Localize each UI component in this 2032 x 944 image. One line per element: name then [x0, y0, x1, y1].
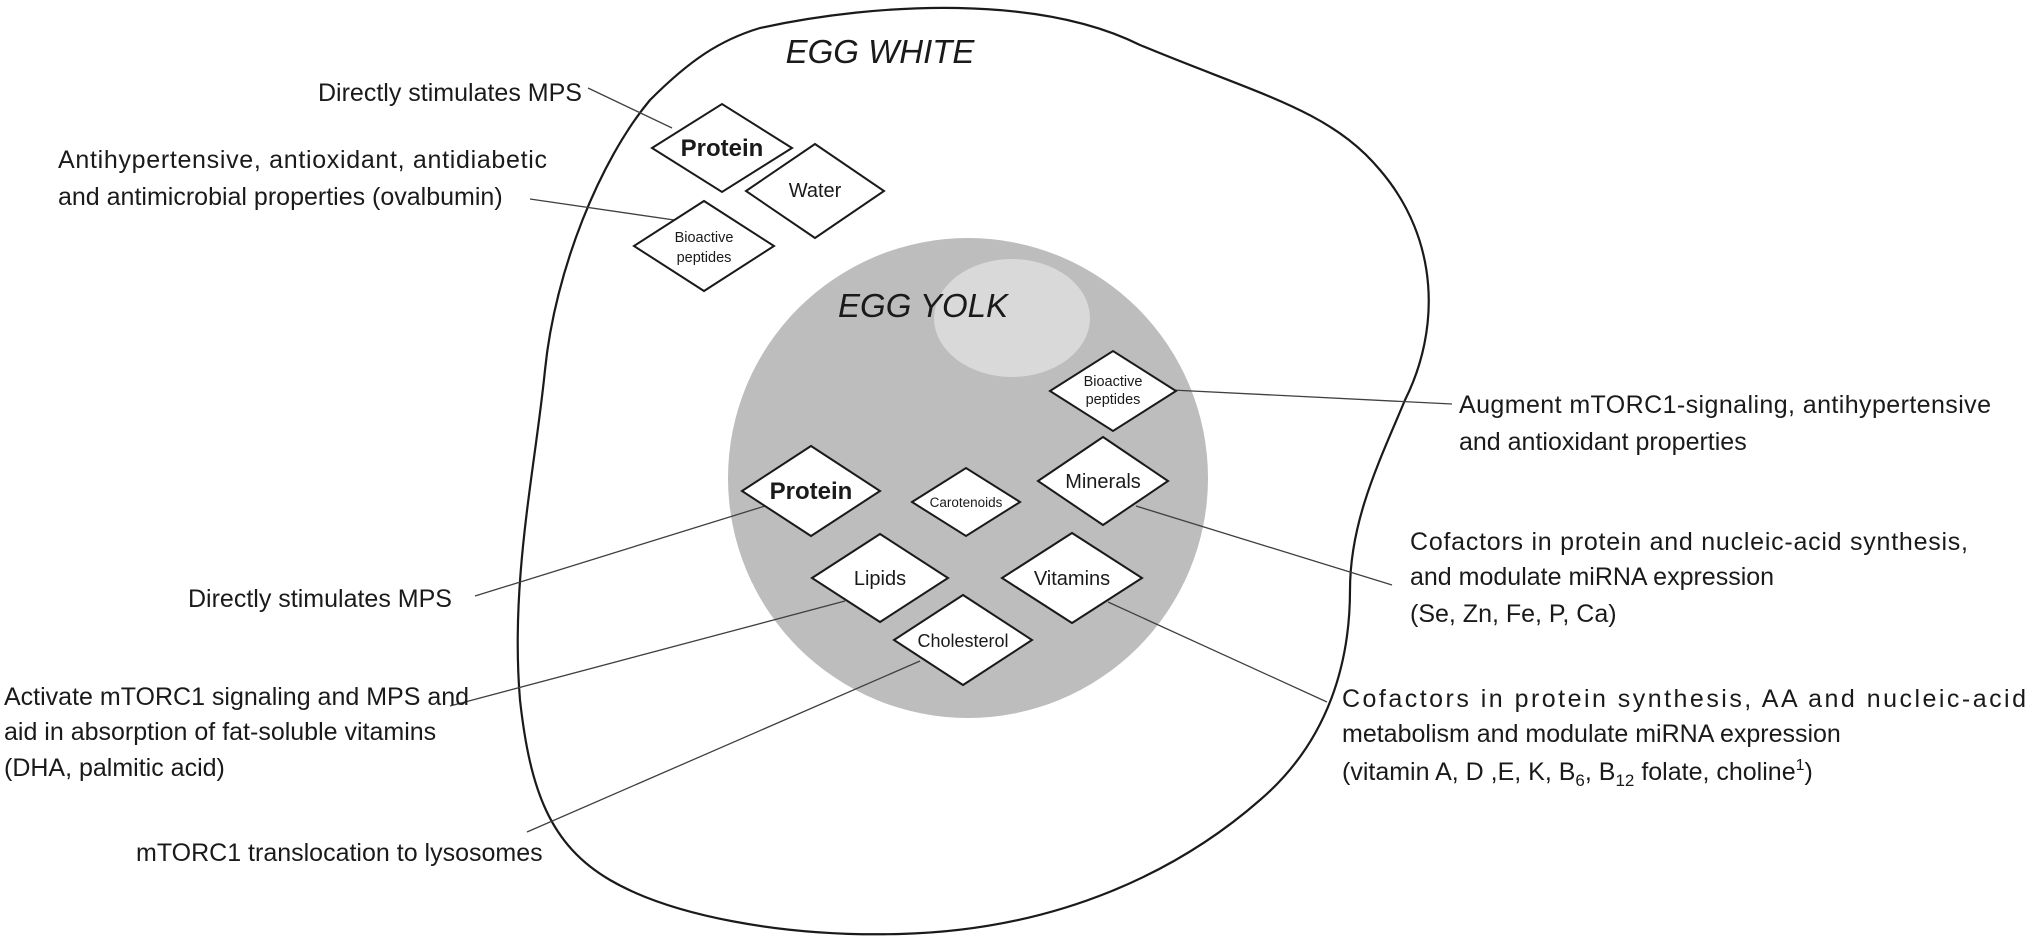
yolk-vitamins-label: Vitamins: [1034, 568, 1110, 590]
leader-white-bioactive: [529, 198, 689, 223]
white-bioactive-label-1: Bioactive: [675, 230, 734, 246]
yolk-carotenoids-diamond: Carotenoids: [910, 466, 1022, 538]
yolk-carotenoids-label: Carotenoids: [930, 495, 1003, 510]
yolk-bioactive-label-1: Bioactive: [1084, 374, 1143, 390]
annotation-minerals-1: Cofactors in protein and nucleic-acid sy…: [1410, 528, 1968, 556]
white-protein-label: Protein: [681, 135, 764, 162]
annotation-vitamins-3: (vitamin A, D ,E, K, B6, B12 folate, cho…: [1342, 757, 1813, 790]
annotation-white-bioactive-2: and antimicrobial properties (ovalbumin): [58, 183, 503, 211]
leader-minerals: [1135, 505, 1393, 586]
yolk-vitamins-diamond: Vitamins: [1000, 531, 1144, 625]
white-bioactive-label-2: peptides: [677, 250, 732, 266]
leader-white-protein: [587, 87, 673, 129]
white-water-label: Water: [789, 180, 842, 202]
yolk-cholesterol-label: Cholesterol: [917, 631, 1008, 651]
annotation-white-bioactive-1: Antihypertensive, antioxidant, antidiabe…: [58, 146, 547, 174]
white-protein-diamond: Protein: [650, 102, 794, 194]
yolk-minerals-diamond: Minerals: [1036, 435, 1170, 527]
yolk-protein-label: Protein: [770, 478, 853, 505]
leader-cholesterol: [526, 660, 921, 833]
yolk-highlight: [934, 259, 1090, 377]
annotation-lipids-2: aid in absorption of fat-soluble vitamin…: [4, 718, 436, 746]
annotation-cholesterol: mTORC1 translocation to lysosomes: [136, 839, 543, 867]
yolk-lipids-label: Lipids: [854, 568, 906, 590]
yolk-protein-diamond: Protein: [740, 444, 882, 538]
egg-white-title: EGG WHITE: [786, 33, 976, 70]
annotation-yolk-protein: Directly stimulates MPS: [188, 585, 452, 613]
white-water-diamond: Water: [744, 142, 886, 240]
yolk-minerals-label: Minerals: [1065, 471, 1141, 493]
annotation-yolk-bioactive-1: Augment mTORC1-signaling, antihypertensi…: [1459, 391, 1991, 419]
annotation-lipids-3: (DHA, palmitic acid): [4, 754, 225, 782]
annotation-white-protein: Directly stimulates MPS: [318, 79, 582, 107]
annotation-lipids-1: Activate mTORC1 signaling and MPS and: [4, 683, 469, 711]
annotation-yolk-bioactive-2: and antioxidant properties: [1459, 428, 1747, 456]
leader-yolk-protein: [474, 505, 766, 597]
leader-lipids: [449, 600, 846, 707]
leader-yolk-bioactive: [1171, 389, 1453, 405]
yolk-cholesterol-diamond: Cholesterol: [892, 593, 1034, 687]
white-bioactive-diamond: Bioactive peptides: [632, 199, 776, 293]
yolk-bioactive-label-2: peptides: [1086, 392, 1141, 408]
annotation-minerals-2: and modulate miRNA expression: [1410, 563, 1774, 591]
annotation-minerals-3: (Se, Zn, Fe, P, Ca): [1410, 600, 1617, 628]
egg-yolk-title: EGG YOLK: [838, 287, 1010, 324]
yolk-lipids-diamond: Lipids: [810, 532, 950, 624]
annotation-vitamins-2: metabolism and modulate miRNA expression: [1342, 720, 1841, 748]
yolk-bioactive-diamond: Bioactive peptides: [1048, 349, 1178, 433]
annotation-vitamins-1: Cofactors in protein synthesis, AA and n…: [1342, 685, 2026, 713]
leader-vitamins: [1107, 601, 1328, 703]
